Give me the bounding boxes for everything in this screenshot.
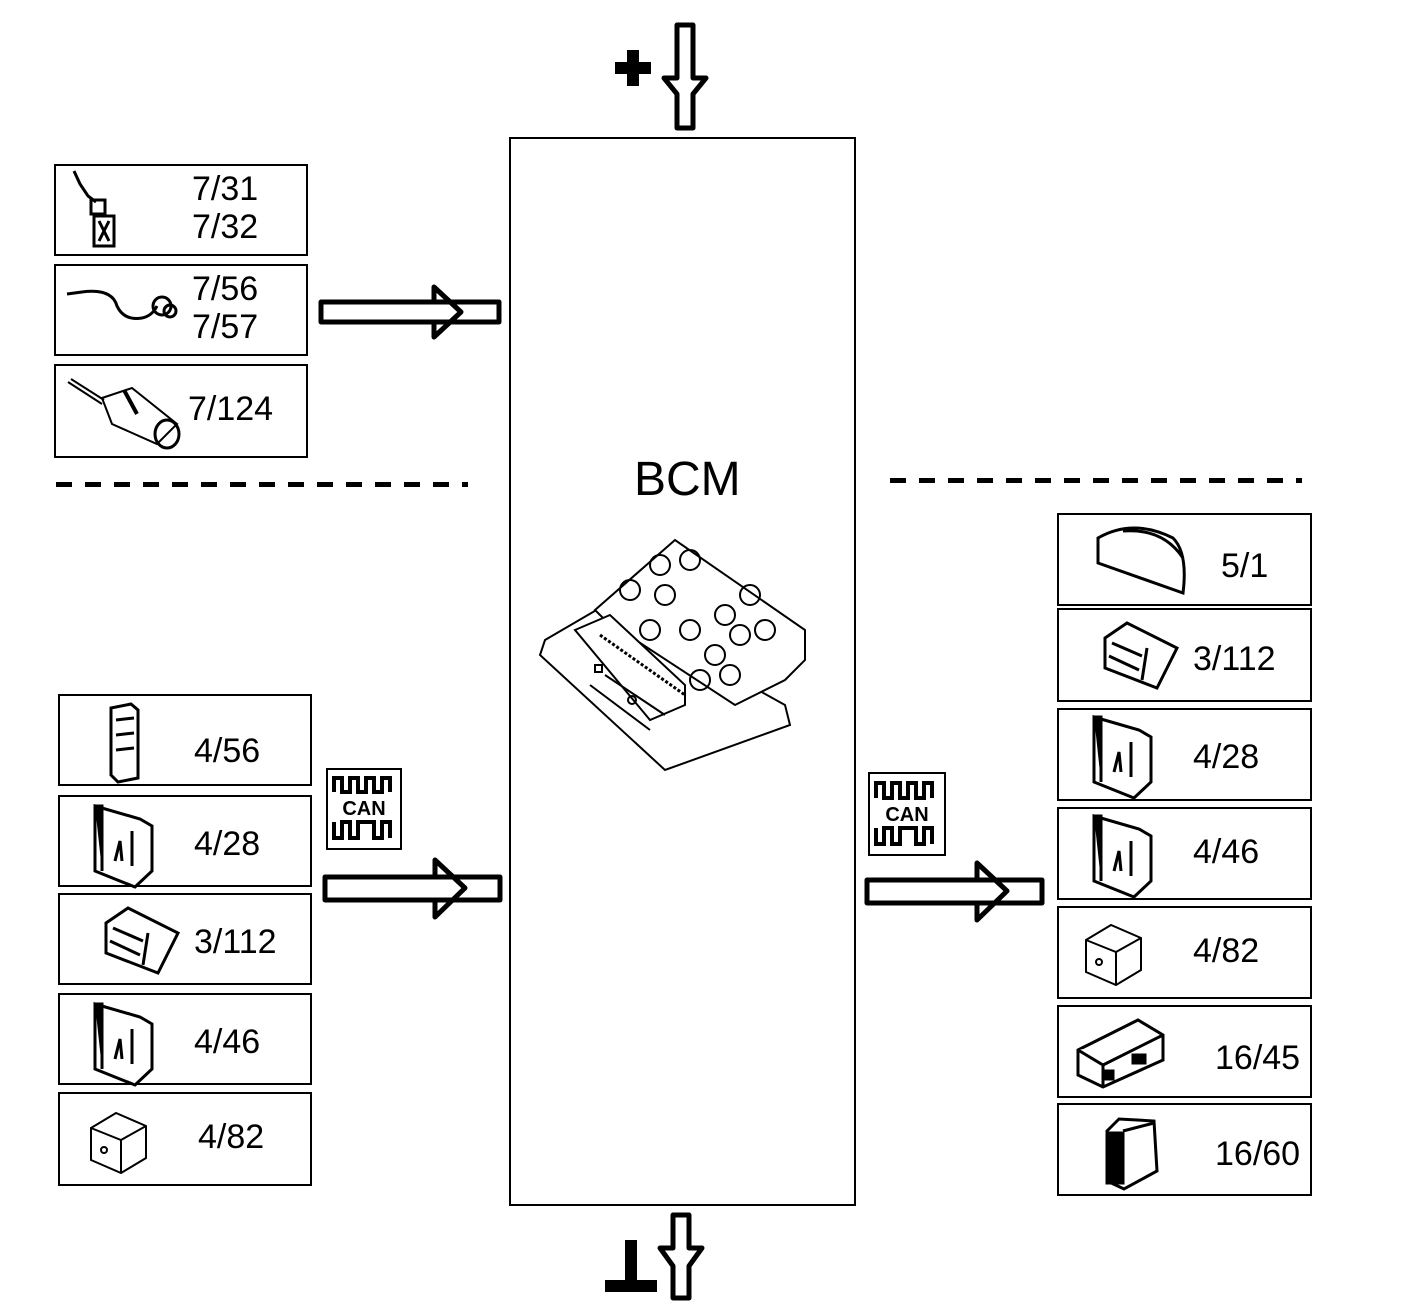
input-arrow bbox=[316, 282, 506, 347]
bcm-title: BCM bbox=[634, 453, 741, 506]
input-component-box: 4/28 bbox=[58, 795, 312, 889]
output-component-box: 3/112 bbox=[1057, 608, 1312, 702]
pressure-sensor-icon bbox=[62, 374, 192, 459]
can-output-arrow bbox=[862, 858, 1052, 933]
component-label: 4/82 bbox=[198, 1118, 265, 1156]
component-label: 16/45 bbox=[1215, 1039, 1301, 1077]
ground-indicator bbox=[600, 1210, 720, 1305]
relay-module-icon bbox=[1099, 1111, 1169, 1201]
separator-line bbox=[56, 482, 468, 487]
switch-panel-icon bbox=[1097, 618, 1187, 703]
input-component-box: 4/56 bbox=[58, 694, 312, 786]
output-component-box: 16/60 bbox=[1057, 1103, 1312, 1196]
input-component-box: 7/124 bbox=[54, 364, 308, 458]
switch-panel-icon bbox=[98, 903, 188, 988]
can-bus-icon: CAN bbox=[332, 776, 392, 840]
positive-supply-icon bbox=[615, 22, 709, 131]
component-label: 5/1 bbox=[1221, 547, 1269, 585]
component-label: 16/60 bbox=[1215, 1135, 1301, 1173]
control-unit-icon bbox=[1089, 811, 1159, 904]
input-component-box: 4/82 bbox=[58, 1092, 312, 1186]
control-unit-icon bbox=[1089, 712, 1159, 805]
cable-sensor-icon bbox=[62, 276, 192, 351]
bcm-module-icon bbox=[535, 535, 815, 780]
cube-module-icon bbox=[86, 1108, 161, 1183]
can-bus-badge: CAN bbox=[868, 772, 946, 856]
control-unit-slim-icon bbox=[106, 700, 146, 790]
component-label: 4/46 bbox=[194, 1023, 261, 1061]
component-label: 4/28 bbox=[1193, 738, 1260, 776]
component-label: 4/82 bbox=[1193, 932, 1260, 970]
svg-text:CAN: CAN bbox=[342, 798, 385, 820]
switch-assembly-icon bbox=[66, 166, 136, 261]
output-component-box: 16/45 bbox=[1057, 1005, 1312, 1098]
cube-module-icon bbox=[1081, 920, 1156, 995]
component-label: 4/56 bbox=[194, 732, 261, 770]
output-component-box: 4/82 bbox=[1057, 906, 1312, 999]
component-label: 4/28 bbox=[194, 825, 261, 863]
output-component-box: 5/1 bbox=[1057, 513, 1312, 606]
component-label: 7/124 bbox=[188, 390, 274, 428]
output-component-box: 4/28 bbox=[1057, 708, 1312, 801]
ground-icon bbox=[605, 1212, 705, 1301]
can-bus-icon: CAN bbox=[874, 781, 934, 846]
can-bus-badge: CAN bbox=[326, 768, 402, 850]
instrument-cluster-icon bbox=[1093, 523, 1203, 608]
component-label: 3/112 bbox=[194, 923, 277, 961]
input-component-box: 3/112 bbox=[58, 893, 312, 985]
relay-box-icon bbox=[1073, 1015, 1173, 1100]
svg-text:CAN: CAN bbox=[885, 804, 928, 826]
component-label: 4/46 bbox=[1193, 833, 1260, 871]
control-unit-icon bbox=[90, 801, 160, 894]
output-component-box: 4/46 bbox=[1057, 807, 1312, 900]
can-input-arrow bbox=[320, 855, 510, 930]
control-unit-icon bbox=[90, 999, 160, 1092]
component-label: 3/112 bbox=[1193, 640, 1276, 678]
input-component-box: 4/46 bbox=[58, 993, 312, 1087]
separator-line bbox=[890, 478, 1302, 483]
power-supply-indicator bbox=[610, 20, 720, 135]
